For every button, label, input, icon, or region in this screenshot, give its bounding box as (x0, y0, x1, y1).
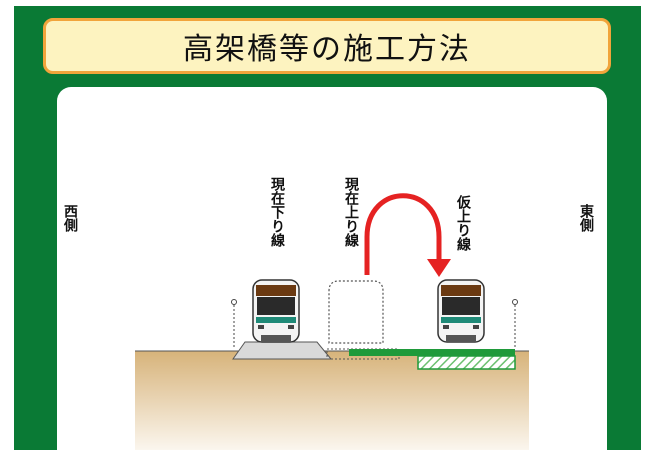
construction-diagram (135, 193, 529, 450)
temp-track-base (349, 349, 515, 356)
current-down-ballast (232, 341, 333, 360)
left-pole (231, 299, 237, 349)
label-temp-up: 仮上り線 (455, 195, 471, 251)
diagram-panel: 西側 東側 現在下り線 現在上り線 仮上り線 (57, 87, 607, 450)
hatched-foundation (417, 355, 516, 370)
right-pole (512, 299, 518, 349)
page-title: 高架橋等の施工方法 (183, 32, 471, 67)
train-current-up-ghost (328, 280, 384, 344)
label-current-down: 現在下り線 (269, 177, 285, 247)
train-current-down (252, 279, 300, 343)
label-west: 西側 (62, 204, 78, 232)
arrow-head (427, 259, 451, 277)
train-temp-up (437, 279, 485, 343)
title-banner: 高架橋等の施工方法 (43, 18, 611, 74)
curved-arrow-icon (364, 193, 442, 275)
label-east: 東側 (578, 204, 594, 232)
label-current-up: 現在上り線 (343, 177, 359, 247)
